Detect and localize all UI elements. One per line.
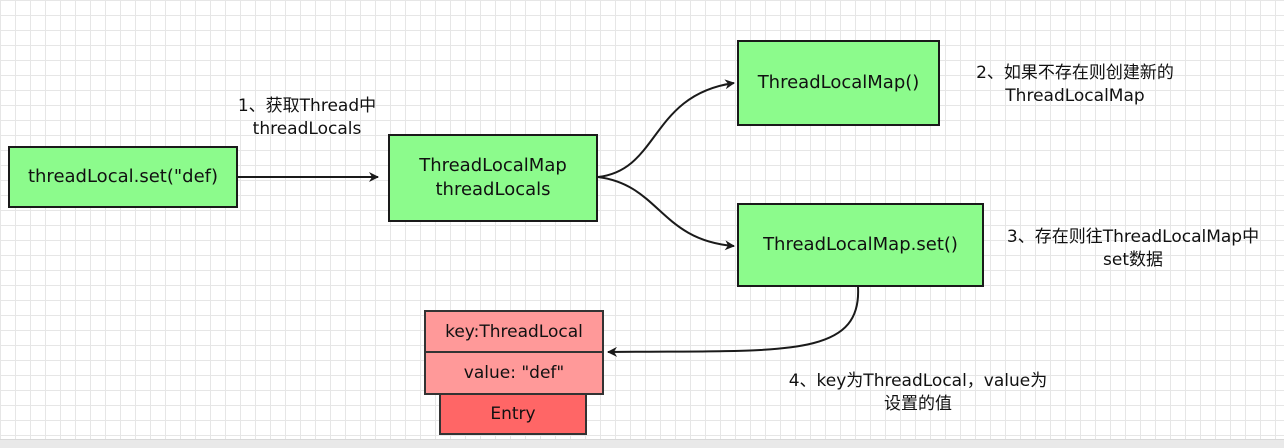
entry-key-label: key:ThreadLocal — [445, 321, 583, 342]
step1-line2: threadLocals — [252, 119, 362, 139]
node-new-map-label: ThreadLocalMap() — [757, 72, 920, 93]
step4-annotation: 4、key为ThreadLocal，value为 设置的值 — [768, 370, 1068, 416]
step1-line1: 1、获取Thread中 — [237, 96, 377, 116]
step3-annotation: 3、存在则往ThreadLocalMap中 set数据 — [988, 226, 1278, 272]
node-threadlocalmap-threadlocals: ThreadLocalMap threadLocals — [388, 134, 598, 222]
step3-line2: set数据 — [1103, 250, 1163, 270]
arrow-map-to-map-set — [597, 176, 735, 251]
node-threadlocal-set-label: threadLocal.set("def) — [27, 166, 219, 187]
node-threadlocal-set: threadLocal.set("def) — [8, 146, 238, 208]
node-map-line2: threadLocals — [435, 179, 551, 200]
step4-line2: 设置的值 — [884, 394, 952, 414]
entry-value-label: value: "def" — [463, 363, 565, 383]
bottom-scroll-bar[interactable] — [0, 439, 1284, 448]
step2-line1: 2、如果不存在则创建新的 — [976, 63, 1174, 83]
node-map-line1: ThreadLocalMap — [419, 155, 567, 176]
node-threadlocalmap-set: ThreadLocalMap.set() — [737, 203, 984, 287]
entry-title-cell: Entry — [439, 395, 587, 435]
node-new-threadlocalmap: ThreadLocalMap() — [737, 40, 940, 126]
step4-line1: 4、key为ThreadLocal，value为 — [788, 371, 1048, 391]
step1-annotation: 1、获取Thread中 threadLocals — [212, 95, 402, 141]
entry-title-label: Entry — [490, 404, 536, 424]
entry-value-cell: value: "def" — [424, 353, 604, 395]
entry-key-cell: key:ThreadLocal — [424, 310, 604, 353]
arrow-map-set-to-entry — [607, 286, 860, 357]
step2-annotation: 2、如果不存在则创建新的 ThreadLocalMap — [955, 62, 1195, 108]
node-map-set-label: ThreadLocalMap.set() — [763, 234, 958, 255]
step3-line1: 3、存在则往ThreadLocalMap中 — [1006, 227, 1260, 247]
arrow-map-to-new-map — [597, 79, 735, 178]
step2-line2: ThreadLocalMap — [1005, 86, 1145, 106]
